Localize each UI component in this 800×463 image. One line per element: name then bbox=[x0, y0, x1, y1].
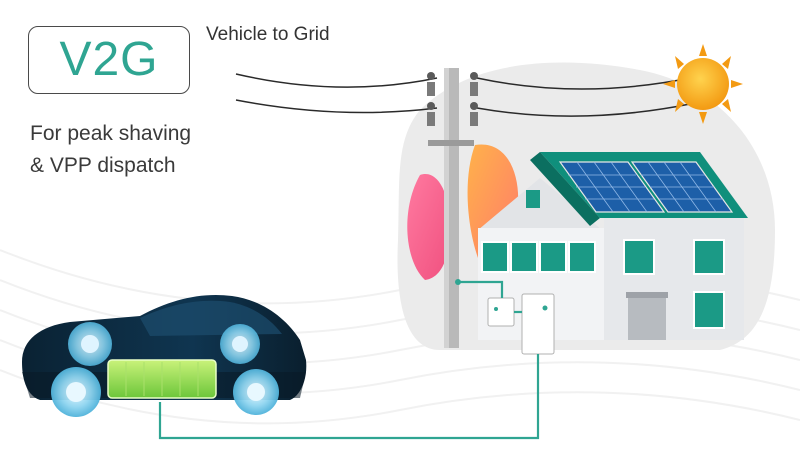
car-wheel bbox=[51, 367, 101, 417]
tree-pink bbox=[407, 174, 451, 280]
electric-car-icon bbox=[22, 294, 307, 417]
home-battery-icon bbox=[521, 293, 555, 355]
sun-icon bbox=[663, 44, 743, 124]
solar-panel-icon bbox=[558, 161, 734, 213]
v2g-badge: V2G bbox=[28, 26, 190, 94]
car-wheel bbox=[68, 322, 112, 366]
power-lines bbox=[235, 73, 691, 117]
subtitle: Vehicle to Grid bbox=[206, 24, 330, 45]
connection-cable bbox=[158, 280, 540, 440]
battery-icon bbox=[107, 359, 217, 399]
caption: For peak shaving & VPP dispatch bbox=[30, 118, 191, 182]
inverter-icon bbox=[487, 297, 515, 327]
utility-pole-icon bbox=[427, 68, 478, 348]
car-wheel bbox=[220, 324, 260, 364]
badge-label: V2G bbox=[59, 33, 159, 86]
car-wheel bbox=[233, 369, 279, 415]
caption-line-2: & VPP dispatch bbox=[30, 154, 176, 177]
caption-line-1: For peak shaving bbox=[30, 122, 192, 145]
